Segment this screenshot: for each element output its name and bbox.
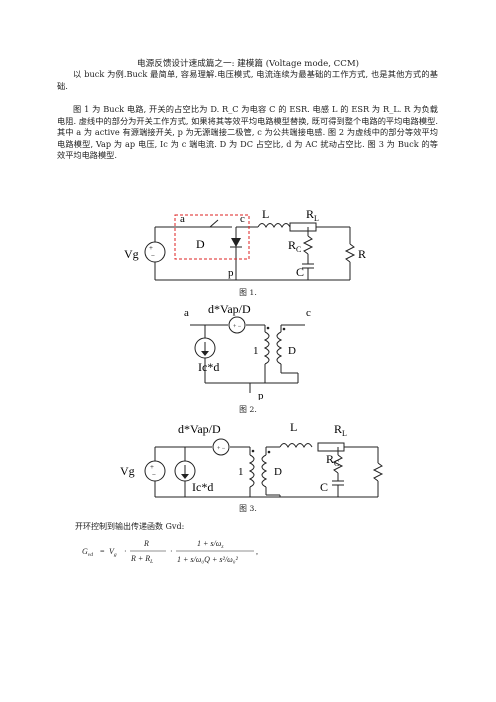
transfer-function-equation: Gvd = Vg · R R + RL · 1 + s/ωz 1 + s/ω₀Q… bbox=[82, 539, 258, 565]
source-vg-label: Vg bbox=[120, 464, 135, 478]
source-vg-label: Vg bbox=[124, 247, 139, 261]
figure-3-buck-average-model: + − + − d*Vap/D Ic*d 1 D L RL RC C Vg bbox=[120, 420, 384, 498]
figure-3-caption: 图 3. bbox=[239, 504, 257, 513]
paragraph-description: 图 1 为 Buck 电路, 开关的占空比为 D. R_C 为电容 C 的 ES… bbox=[57, 104, 438, 161]
capacitor-c-label: C bbox=[296, 265, 304, 279]
inductor-l-label: L bbox=[262, 207, 269, 221]
equation-intro: 开环控制到输出传递函数 Gvd: bbox=[75, 522, 185, 531]
svg-text:+ −: + − bbox=[233, 324, 242, 330]
svg-text:=: = bbox=[100, 547, 105, 556]
load-r-label: R bbox=[358, 247, 366, 261]
doc-title: 电源反馈设计速成篇之一: 建模篇 (Voltage mode, CCM) bbox=[137, 59, 359, 69]
resistor-rl-label: RL bbox=[334, 422, 347, 438]
voltage-source-label: d*Vap/D bbox=[208, 302, 251, 316]
current-source-label: Ic*d bbox=[198, 360, 219, 374]
svg-text:1 + s/ω₀Q + s²/ω₀²: 1 + s/ω₀Q + s²/ω₀² bbox=[177, 555, 239, 564]
svg-text:−: − bbox=[151, 252, 155, 260]
svg-text:+: + bbox=[150, 463, 154, 471]
svg-text:Gvd: Gvd bbox=[82, 547, 93, 558]
turns-1-label: 1 bbox=[238, 466, 244, 478]
current-source-label: Ic*d bbox=[192, 480, 213, 494]
svg-text:R: R bbox=[143, 539, 149, 548]
turns-1-label: 1 bbox=[253, 345, 259, 357]
capacitor-c-label: C bbox=[320, 480, 328, 494]
paragraph-intro: 以 buck 为例.Buck 最简单, 容易理解.电压模式, 电流连续为最基础的… bbox=[57, 69, 438, 91]
turns-d-label: D bbox=[274, 466, 282, 478]
figure-2-caption: 图 2. bbox=[239, 405, 257, 414]
node-p-label: p bbox=[258, 390, 264, 400]
node-c-label: c bbox=[240, 213, 245, 225]
svg-text:1 + s/ωz: 1 + s/ωz bbox=[197, 539, 224, 550]
turns-d-label: D bbox=[288, 345, 296, 357]
node-p-label: p bbox=[228, 267, 234, 279]
node-a-label: a bbox=[180, 213, 185, 225]
svg-text:,: , bbox=[256, 547, 258, 556]
svg-text:·: · bbox=[170, 547, 173, 556]
svg-text:R + RL: R + RL bbox=[130, 554, 153, 565]
svg-text:+: + bbox=[149, 244, 153, 252]
node-a-label: a bbox=[184, 307, 189, 319]
svg-text:Vg: Vg bbox=[109, 547, 117, 558]
svg-text:+ −: + − bbox=[217, 446, 226, 452]
diode-d-label: D bbox=[196, 237, 205, 251]
resistor-rl-label: RL bbox=[306, 207, 319, 223]
node-c-label: c bbox=[306, 307, 311, 319]
resistor-rc-label: RC bbox=[326, 452, 339, 468]
voltage-source-label: d*Vap/D bbox=[178, 422, 221, 436]
inductor-l-label: L bbox=[290, 420, 297, 434]
figure-2-averaged-switch-model: + − a c p d*Vap/D Ic*d 1 D bbox=[184, 302, 311, 400]
figure-1-caption: 图 1. bbox=[239, 288, 257, 297]
figure-1-buck-circuit: + − a c D p L RL RC C R Vg bbox=[124, 207, 366, 281]
svg-text:·: · bbox=[124, 547, 127, 556]
svg-text:−: − bbox=[152, 471, 156, 479]
resistor-rc-label: RC bbox=[288, 238, 301, 254]
